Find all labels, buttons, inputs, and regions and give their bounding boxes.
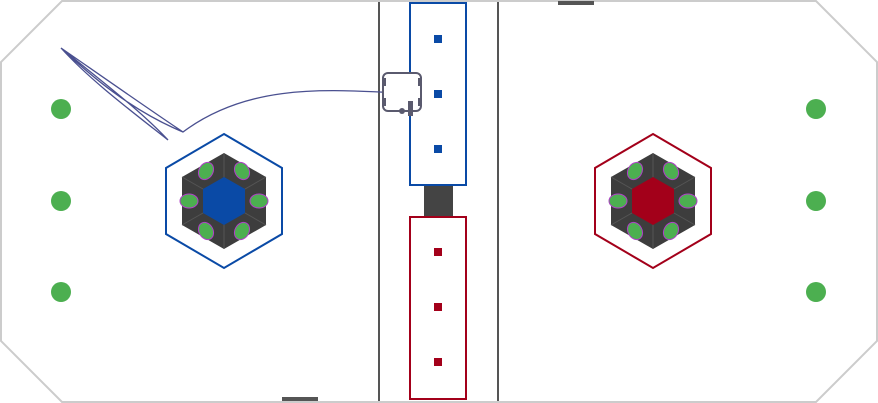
left-start-marker-1[interactable] <box>51 99 71 119</box>
blue-zone-marker-3[interactable] <box>434 145 442 153</box>
blue-hub-cargo[interactable] <box>179 160 269 243</box>
red-zone-marker-1[interactable] <box>434 248 442 256</box>
robot-intake <box>399 108 405 114</box>
red-hub-core <box>632 177 674 225</box>
robot-arm <box>408 101 413 116</box>
robot-path-trail <box>60 47 403 141</box>
robot-body[interactable] <box>382 72 422 112</box>
blue-hub-outline <box>165 132 283 270</box>
red-hub-cargo[interactable] <box>608 160 698 243</box>
right-start-marker-3[interactable] <box>806 282 826 302</box>
left-start-marker-3[interactable] <box>51 282 71 302</box>
red-zone-marker-3[interactable] <box>434 358 442 366</box>
blue-zone-marker-1[interactable] <box>434 35 442 43</box>
right-start-marker-1[interactable] <box>806 99 826 119</box>
red-hub[interactable] <box>594 132 712 270</box>
blue-hub[interactable] <box>165 132 283 270</box>
left-start-marker-2[interactable] <box>51 191 71 211</box>
blue-zone-marker-2[interactable] <box>434 90 442 98</box>
red-zone[interactable] <box>409 216 467 400</box>
bottom-wall-tab <box>282 397 318 401</box>
blue-hub-core <box>203 177 245 225</box>
red-zone-marker-2[interactable] <box>434 303 442 311</box>
robot-icon[interactable] <box>382 72 422 116</box>
top-wall-tab <box>558 1 594 5</box>
red-hub-outline <box>594 132 712 270</box>
right-start-marker-2[interactable] <box>806 191 826 211</box>
center-divider-block <box>424 186 453 216</box>
